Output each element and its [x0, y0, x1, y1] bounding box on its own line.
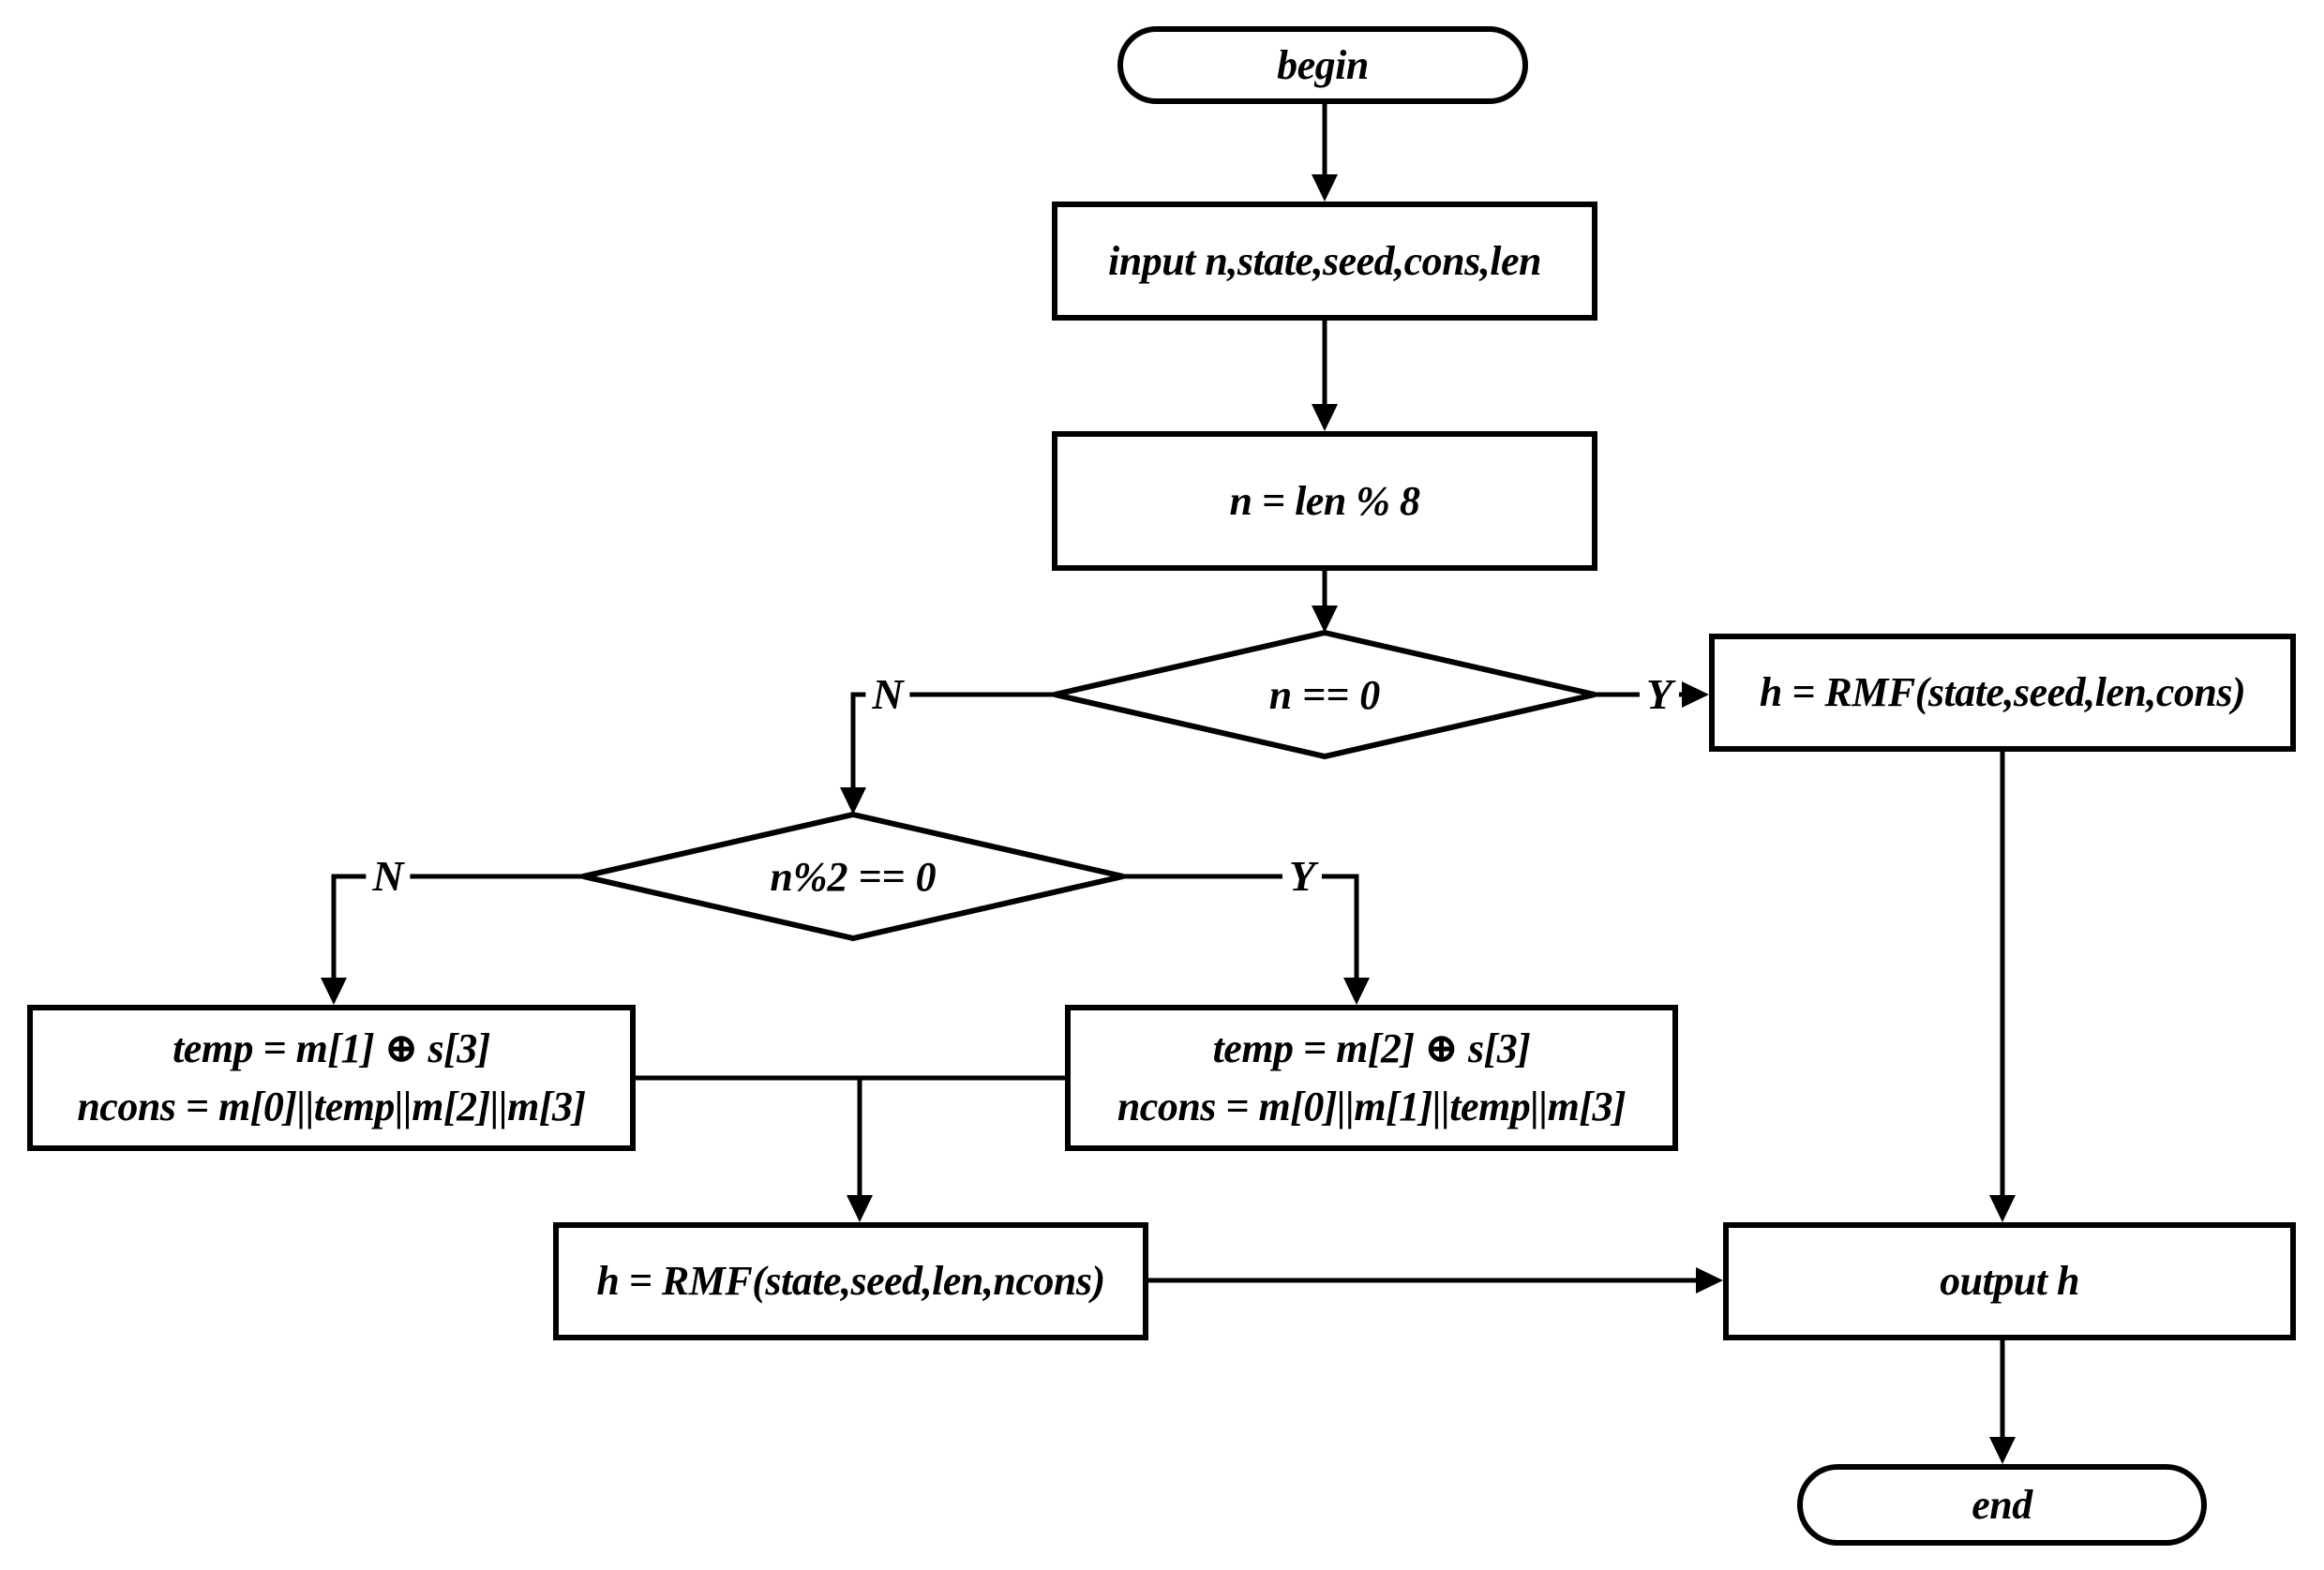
branch-label-d2-yes: Y — [1282, 855, 1323, 898]
decision-n-zero-label: n == 0 — [1268, 671, 1381, 718]
edge-decision2-yes — [1123, 874, 1370, 1005]
node-case-odd-line2: ncons = m[0]||temp||m[2]||m[3] — [77, 1084, 586, 1129]
node-rmf-cons-label: h = RMF(state,seed,len,cons) — [1759, 669, 2246, 716]
node-input: input n,state,seed,cons,len — [1052, 202, 1597, 321]
node-begin: begin — [1117, 26, 1528, 104]
edge-output-to-end — [1989, 1340, 2016, 1464]
edge-begin-to-input — [1312, 104, 1338, 202]
node-case-odd: temp = m[1] ⊕ s[3] ncons = m[0]||temp||m… — [27, 1005, 636, 1151]
node-end: end — [1797, 1464, 2207, 1546]
node-output-label: output h — [1940, 1258, 2079, 1305]
branch-label-d2-no: N — [366, 855, 411, 898]
edge-rmf-ncons-to-output — [1148, 1267, 1723, 1293]
decision-n-mod2-label: n%2 == 0 — [770, 853, 937, 900]
node-begin-label: begin — [1277, 41, 1369, 88]
node-case-even: temp = m[2] ⊕ s[3] ncons = m[0]||m[1]||t… — [1065, 1005, 1678, 1151]
node-rmf-cons: h = RMF(state,seed,len,cons) — [1709, 634, 2296, 752]
node-output: output h — [1723, 1222, 2296, 1340]
edge-input-to-mod — [1312, 321, 1338, 431]
node-rmf-ncons-label: h = RMF(state,seed,len,ncons) — [596, 1258, 1105, 1305]
branch-label-d1-no: N — [865, 673, 910, 716]
node-case-even-line2: ncons = m[0]||m[1]||temp||m[3] — [1117, 1084, 1627, 1129]
decision-n-mod2-diamond — [582, 811, 1124, 942]
edge-merge-to-rmf-ncons — [636, 1075, 1065, 1222]
node-input-label: input n,state,seed,cons,len — [1108, 237, 1542, 284]
edge-mod-to-decision1 — [1312, 571, 1338, 633]
decision-n-mod2-label-box: n%2 == 0 — [609, 844, 1097, 909]
edge-decision1-no — [840, 692, 1058, 815]
node-end-label: end — [1972, 1481, 2032, 1528]
node-mod-assign-label: n = len % 8 — [1229, 477, 1420, 524]
node-case-odd-line1: temp = m[1] ⊕ s[3] — [172, 1025, 490, 1072]
node-mod-assign: n = len % 8 — [1052, 431, 1597, 571]
node-rmf-ncons: h = RMF(state,seed,len,ncons) — [553, 1222, 1148, 1340]
decision-n-zero-diamond — [1054, 629, 1596, 760]
decision-n-zero-label-box: n == 0 — [1081, 662, 1568, 727]
node-case-even-line1: temp = m[2] ⊕ s[3] — [1212, 1025, 1531, 1072]
branch-label-d1-yes: Y — [1639, 673, 1680, 716]
edge-decision2-no — [321, 874, 583, 1005]
edge-rmf-cons-to-output — [1989, 752, 2016, 1222]
